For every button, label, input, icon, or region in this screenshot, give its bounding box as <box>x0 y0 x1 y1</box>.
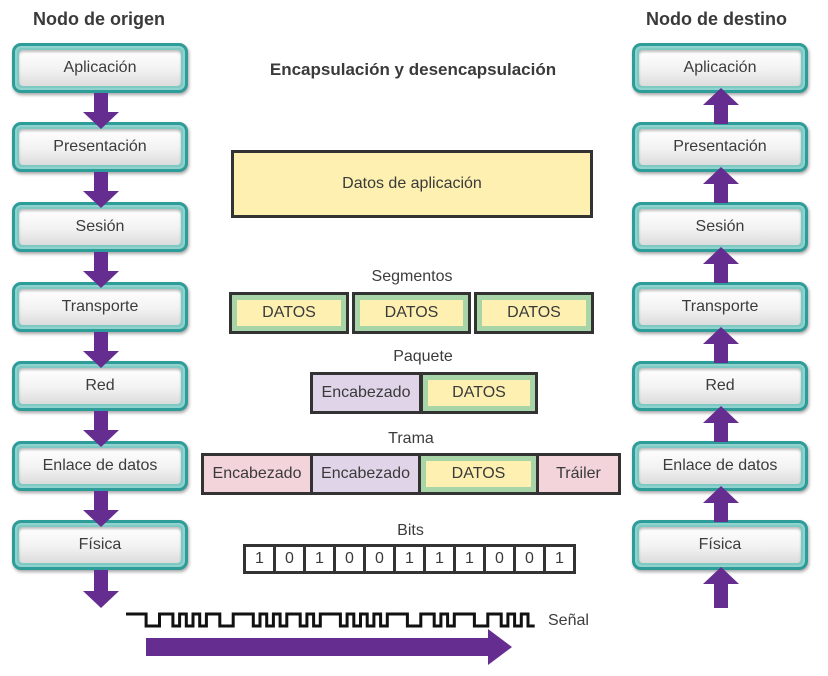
arrow-down-icon <box>83 172 119 208</box>
bit-cell: 1 <box>456 547 483 571</box>
source-node-title: Nodo de origen <box>33 9 165 29</box>
layer-label: Sesión <box>19 209 181 245</box>
arrow-down-icon <box>83 332 119 368</box>
bit-cell: 0 <box>486 547 513 571</box>
frame-data: DATOS <box>426 461 531 487</box>
arrow-down-icon <box>83 93 119 129</box>
layer-label: Red <box>19 368 181 404</box>
segments-label: Segmentos <box>371 268 453 285</box>
packet-data: DATOS <box>428 380 530 406</box>
layer-label: Sesión <box>639 209 801 245</box>
arrow-up-icon <box>703 567 739 608</box>
bit-cell: 0 <box>516 547 543 571</box>
destination-layer-network: Red <box>632 361 808 411</box>
segment-cell: DATOS <box>352 292 471 334</box>
frame-trailer: Tráiler <box>538 453 621 495</box>
bits-label: Bits <box>397 522 424 539</box>
source-layer-network: Red <box>12 361 188 411</box>
layer-label: Red <box>639 368 801 404</box>
frame-pdu: Encabezado Encabezado DATOS Tráiler <box>201 453 621 495</box>
arrow-up-icon <box>703 486 739 522</box>
packet-header: Encabezado <box>310 372 421 414</box>
bit-cell: 1 <box>396 547 423 571</box>
bit-cell: 0 <box>336 547 363 571</box>
bit-cell: 1 <box>246 547 273 571</box>
segment-data: DATOS <box>237 300 341 326</box>
arrow-up-icon <box>703 327 739 363</box>
arrow-down-icon <box>83 570 119 608</box>
destination-node-title: Nodo de destino <box>646 9 787 29</box>
frame-network-header: Encabezado <box>312 453 420 495</box>
packet-label: Paquete <box>393 348 453 365</box>
layer-label: Aplicación <box>639 50 801 86</box>
layer-label: Aplicación <box>19 50 181 86</box>
arrow-up-icon <box>703 247 739 283</box>
bit-cell: 1 <box>546 547 573 571</box>
arrow-down-icon <box>83 252 119 288</box>
layer-label: Transporte <box>19 289 181 325</box>
layer-label: Transporte <box>639 289 801 325</box>
signal-waveform <box>126 612 535 628</box>
layer-label: Presentación <box>19 129 181 165</box>
source-layer-data-link: Enlace de datos <box>12 441 188 491</box>
packet-pdu: Encabezado DATOS <box>310 372 538 414</box>
source-layer-presentation: Presentación <box>12 122 188 172</box>
layer-label: Enlace de datos <box>19 448 181 484</box>
destination-arrows <box>703 88 739 608</box>
destination-layer-transport: Transporte <box>632 282 808 332</box>
layer-label: Presentación <box>639 129 801 165</box>
packet-data-cell: DATOS <box>421 372 538 414</box>
segment-cell: DATOS <box>229 292 349 334</box>
arrow-down-icon <box>83 411 119 447</box>
arrow-up-icon <box>703 167 739 203</box>
application-data-pdu: Datos de aplicación <box>231 150 593 218</box>
transmission-arrow-icon <box>146 629 512 665</box>
segment-data: DATOS <box>482 300 586 326</box>
layer-label: Física <box>19 527 181 563</box>
arrow-up-icon <box>703 406 739 442</box>
segment-data: DATOS <box>360 300 463 326</box>
bit-cell: 1 <box>306 547 333 571</box>
source-layer-application: Aplicación <box>12 43 188 93</box>
frame-label: Trama <box>388 430 434 447</box>
source-arrows <box>83 93 119 608</box>
frame-link-header: Encabezado <box>201 453 312 495</box>
segments-pdu: DATOS DATOS DATOS <box>229 292 594 334</box>
layer-label: Enlace de datos <box>639 448 801 484</box>
bit-cell: 0 <box>366 547 393 571</box>
signal-label: Señal <box>548 612 589 629</box>
bit-cell: 0 <box>276 547 303 571</box>
bit-cell: 1 <box>426 547 453 571</box>
arrow-up-icon <box>703 88 739 124</box>
frame-data-cell: DATOS <box>420 453 538 495</box>
arrow-down-icon <box>83 491 119 527</box>
segment-cell: DATOS <box>474 292 594 334</box>
diagram-title: Encapsulación y desencapsulación <box>269 60 557 79</box>
layer-label: Física <box>639 527 801 563</box>
